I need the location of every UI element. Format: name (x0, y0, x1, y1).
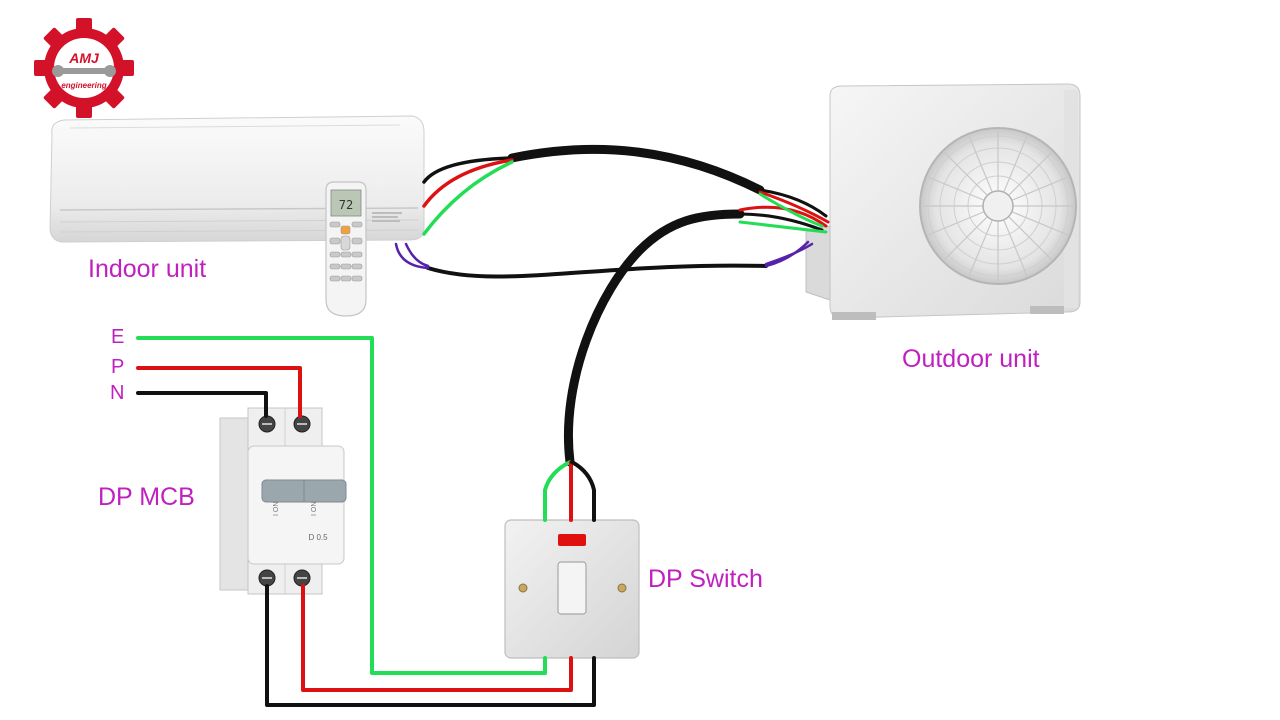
earth-wire (136, 336, 547, 675)
remote-screen (330, 189, 362, 217)
dp-mcb: I ON I ON D 0.5 (219, 407, 347, 595)
switch-indicator (558, 534, 586, 546)
earth-terminal-label: E (111, 326, 125, 348)
switch-to-outdoor-cable (563, 209, 745, 467)
neutral-mcb-out-wire (265, 584, 596, 707)
dp-switch (504, 519, 640, 659)
neutral-supply-wire (136, 391, 268, 418)
indoor-unit-label: Indoor unit (88, 255, 207, 283)
switch-rocker (557, 561, 587, 615)
mcb-on-left: I ON (273, 502, 280, 516)
neutral-terminal-label: N (110, 382, 125, 404)
mcb-on-right: I ON (311, 502, 318, 516)
phase-supply-wire (136, 366, 302, 418)
logo-brand: AMJ (68, 50, 100, 66)
outdoor-unit-label: Outdoor unit (902, 345, 1040, 373)
outdoor-unit (805, 83, 1081, 320)
wires (136, 144, 830, 707)
control-cable (426, 263, 768, 279)
fan-grille (919, 127, 1077, 285)
dp-switch-label: DP Switch (648, 565, 763, 593)
mcb-terminal-screws (258, 415, 311, 587)
remote-display: 72 (339, 198, 353, 212)
mcb-rating: D 0.5 (308, 533, 328, 542)
phase-mcb-out-wire (301, 584, 573, 692)
remote-control: 72 (325, 181, 367, 317)
phase-terminal-label: P (111, 356, 125, 378)
indoor-unit (49, 115, 425, 243)
amj-logo: AMJ engineering (34, 18, 134, 118)
logo-sub: engineering (61, 81, 106, 90)
dp-mcb-label: DP MCB (98, 483, 195, 511)
wrench-icon (52, 65, 116, 77)
indoor-outdoor-power-cable (507, 144, 765, 195)
